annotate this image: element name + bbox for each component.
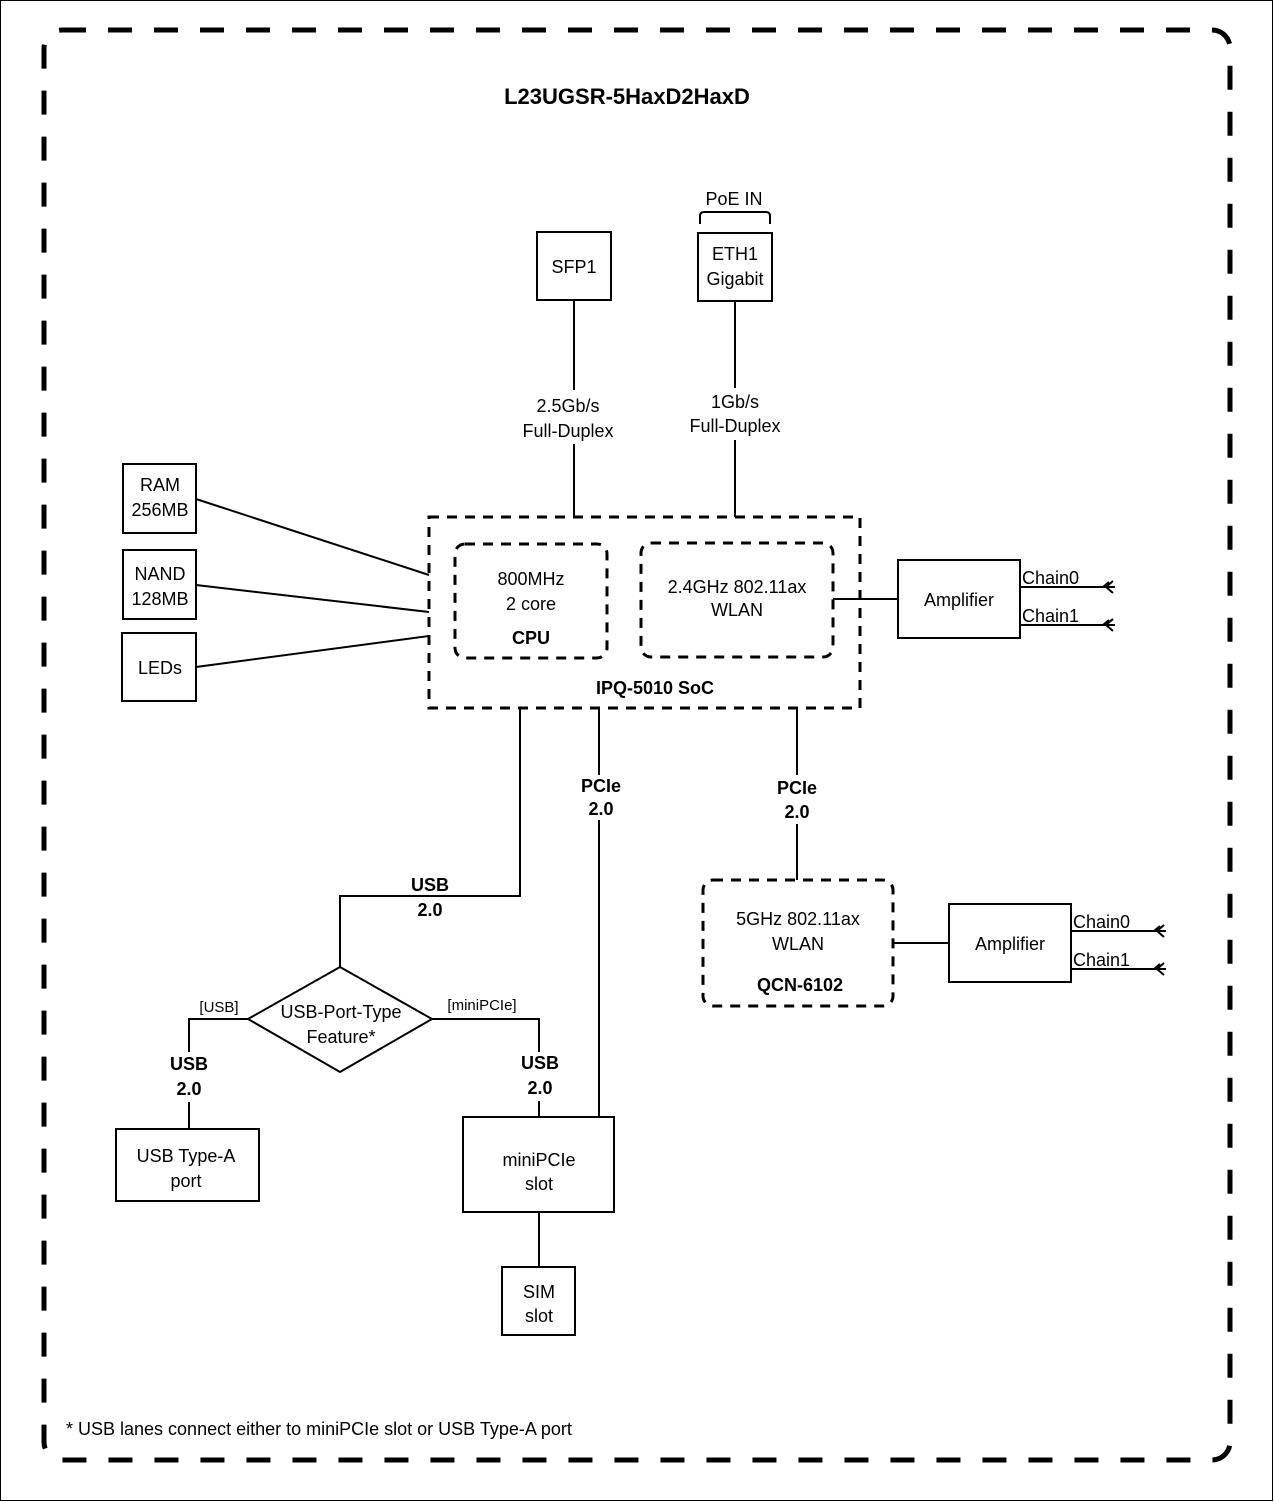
soc-block: 800MHz 2 core CPU 2.4GHz 802.11ax WLAN I… — [427, 515, 862, 710]
antenna-icon — [1153, 924, 1165, 938]
usb-right-version: 2.0 — [527, 1078, 552, 1098]
pcie-left-version: 2.0 — [588, 799, 613, 819]
antenna-icon — [1153, 962, 1165, 976]
pcie-left-label: PCIe — [581, 776, 621, 796]
cpu-block — [453, 542, 609, 660]
minipcie-slot: miniPCIe slot — [462, 1116, 615, 1213]
diagram-title: L23UGSR-5HaxD2HaxD — [504, 84, 750, 109]
chain1-5-label: Chain1 — [1073, 950, 1130, 970]
nand-block: NAND 128MB — [122, 549, 197, 620]
ram-size: 256MB — [131, 500, 188, 520]
wlan24-label: WLAN — [711, 600, 763, 620]
ram-label: RAM — [140, 475, 180, 495]
usb-left-label: USB — [170, 1054, 208, 1074]
device-boundary — [41, 27, 1233, 1463]
poe-brace — [699, 211, 771, 224]
usb-main-label: USB — [411, 875, 449, 895]
antenna-icon — [1102, 580, 1114, 594]
minipcie-branch-wire — [432, 1018, 540, 1052]
amplifier-5-block: Amplifier — [948, 903, 1072, 983]
minipcie-label: miniPCIe — [502, 1150, 575, 1170]
pcie-right-version: 2.0 — [784, 802, 809, 822]
minipcie-branch-label: [miniPCIe] — [447, 997, 516, 1014]
nand-label: NAND — [134, 564, 185, 584]
usb-right-label: USB — [521, 1053, 559, 1073]
footnote: * USB lanes connect either to miniPCIe s… — [66, 1419, 572, 1439]
wlan24-band: 2.4GHz 802.11ax — [668, 577, 807, 597]
soc-name: IPQ-5010 SoC — [596, 678, 714, 698]
chain1-24-label: Chain1 — [1022, 606, 1079, 626]
usb-left-version: 2.0 — [176, 1079, 201, 1099]
amplifier-5-label: Amplifier — [975, 934, 1045, 954]
usb-type-a-port: USB Type-A port — [115, 1128, 260, 1202]
usb-port-sublabel: port — [170, 1171, 201, 1191]
sfp-link-duplex: Full-Duplex — [522, 421, 613, 441]
usb-branch-label: [USB] — [199, 999, 238, 1016]
sfp1-port: SFP1 — [536, 231, 612, 301]
usb-main-version: 2.0 — [417, 900, 442, 920]
ram-wire — [195, 498, 430, 576]
minipcie-sublabel: slot — [525, 1174, 553, 1194]
usb-port-label: USB Type-A — [137, 1146, 236, 1166]
usb-branch-wire — [188, 1018, 248, 1052]
wlan5-band: 5GHz 802.11ax — [736, 909, 860, 929]
eth-link-speed: 1Gb/s — [711, 392, 759, 412]
eth-link-duplex: Full-Duplex — [689, 416, 780, 436]
usb-port-type-decision: USB-Port-Type Feature* — [245, 965, 435, 1074]
sim-sublabel: slot — [525, 1306, 553, 1326]
eth1-label: ETH1 — [712, 244, 758, 264]
sfp1-label: SFP1 — [551, 257, 596, 277]
leds-block: LEDs — [121, 632, 197, 702]
nand-wire — [195, 584, 430, 613]
poe-in-label: PoE IN — [705, 189, 762, 209]
leds-wire — [195, 635, 430, 668]
wlan5-label: WLAN — [772, 934, 824, 954]
decision-line-1: USB-Port-Type — [280, 1002, 401, 1022]
eth1-port: ETH1 Gigabit — [697, 232, 773, 302]
cpu-name: CPU — [512, 628, 550, 648]
sim-label: SIM — [523, 1282, 555, 1302]
nand-size: 128MB — [131, 589, 188, 609]
decision-line-2: Feature* — [306, 1027, 375, 1047]
antenna-icon — [1102, 618, 1114, 632]
pcie-right-label: PCIe — [777, 778, 817, 798]
amplifier-24-label: Amplifier — [924, 590, 994, 610]
leds-label: LEDs — [138, 658, 182, 678]
ram-block: RAM 256MB — [122, 463, 197, 534]
cpu-cores: 2 core — [506, 594, 556, 614]
sfp-link-speed: 2.5Gb/s — [536, 396, 599, 416]
wlan5-block: 5GHz 802.11ax WLAN QCN-6102 — [701, 878, 895, 1008]
wlan5-chip: QCN-6102 — [757, 975, 843, 995]
sim-slot: SIM slot — [501, 1266, 576, 1336]
cpu-freq: 800MHz — [497, 569, 564, 589]
chain0-5-label: Chain0 — [1073, 912, 1130, 932]
usb-main-wire — [339, 708, 521, 967]
amplifier-24-block: Amplifier — [897, 559, 1021, 639]
chain0-24-label: Chain0 — [1022, 568, 1079, 588]
eth1-sublabel: Gigabit — [706, 269, 763, 289]
